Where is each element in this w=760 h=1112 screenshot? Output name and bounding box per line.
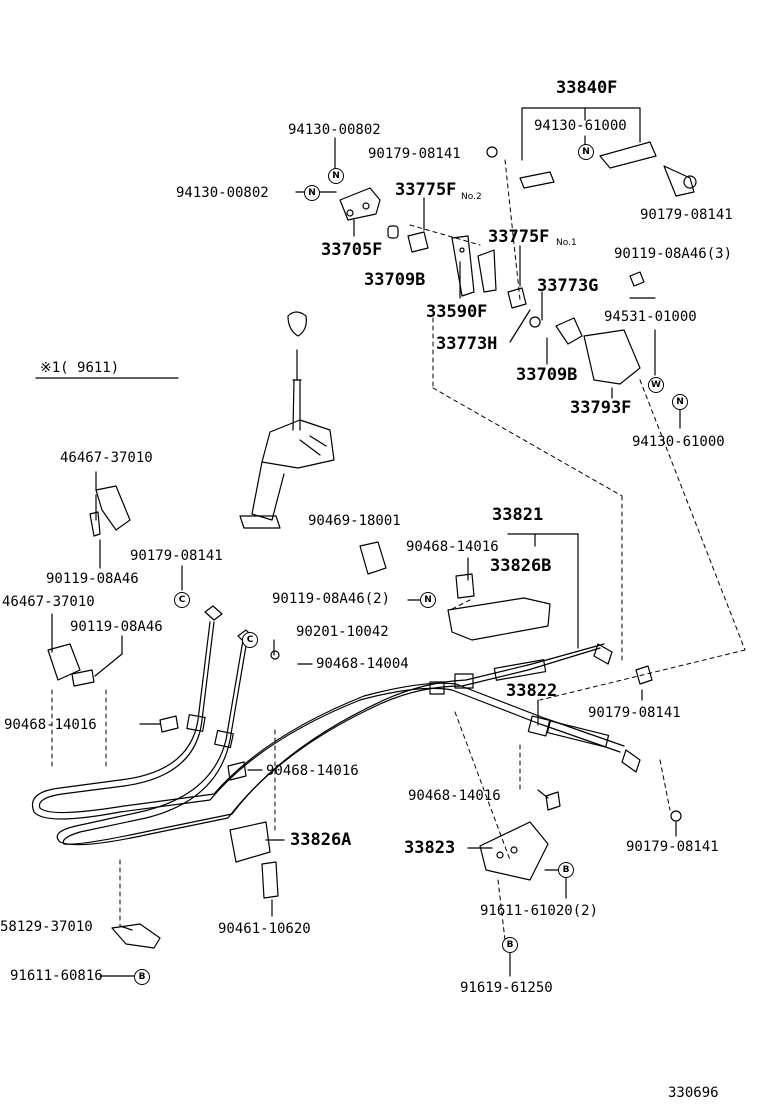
c-badge-2: C xyxy=(242,632,258,648)
cable-assemblies xyxy=(32,606,640,845)
bushing-33775F-no1 xyxy=(508,288,526,308)
part-94130-61000-r: 94130-61000 xyxy=(632,434,725,450)
bushing-33775F-no2 xyxy=(408,232,428,252)
n-badge-4: N xyxy=(672,394,688,410)
part-33840F: 33840F xyxy=(556,78,618,98)
shift-lever-assembly xyxy=(240,312,334,528)
bracket-33826B xyxy=(448,598,550,640)
shaft-94130-61000 xyxy=(600,142,656,168)
part-91611-61020-2: 91611-61020(2) xyxy=(480,903,599,919)
dashed-leaders xyxy=(52,160,745,940)
diagram-number: 330696 xyxy=(668,1085,719,1101)
part-90468-14016-a: 90468-14016 xyxy=(406,539,499,555)
part-33709B-a: 33709B xyxy=(364,270,426,290)
part-90179-08141-d: 90179-08141 xyxy=(588,705,681,721)
b-badge-2: B xyxy=(134,969,150,985)
part-33773G: 33773G xyxy=(537,276,599,296)
part-91619-61250: 91619-61250 xyxy=(460,980,553,996)
bushing-33709B-b xyxy=(530,317,540,327)
part-90119-08A46-3: 90119-08A46(3) xyxy=(614,246,733,262)
part-90468-14004: 90468-14004 xyxy=(316,656,409,672)
bracket-46467-37010-top xyxy=(96,486,130,530)
asterisk-one-marker xyxy=(300,514,308,528)
lever-33590F xyxy=(452,236,474,296)
part-33705F: 33705F xyxy=(321,240,383,260)
part-33590F: 33590F xyxy=(426,302,488,322)
n-badge-3: N xyxy=(578,144,594,160)
part-33822: 33822 xyxy=(506,681,558,701)
b-badge-1: B xyxy=(558,862,574,878)
part-90461-10620: 90461-10620 xyxy=(218,921,311,937)
part-46467-37010-a: 46467-37010 xyxy=(60,450,153,466)
part-33793F: 33793F xyxy=(570,398,632,418)
part-90179-08141-e: 90179-08141 xyxy=(626,839,719,855)
part-33773H: 33773H xyxy=(436,334,498,354)
part-90468-14016-b: 90468-14016 xyxy=(4,717,97,733)
part-90179-08141-a: 90179-08141 xyxy=(368,146,461,162)
pin-33773G xyxy=(556,318,582,344)
part-90469-18001: 90469-18001 xyxy=(308,513,401,529)
part-90201-10042: 90201-10042 xyxy=(296,624,389,640)
part-90179-08141-tr: 90179-08141 xyxy=(640,207,733,223)
part-90119-08A46-a: 90119-08A46 xyxy=(46,571,139,587)
n-badge-5: N xyxy=(420,592,436,608)
lever-mechanism xyxy=(340,142,696,384)
shift-cable-parallel xyxy=(39,622,624,813)
part-90468-14016-c: 90468-14016 xyxy=(266,763,359,779)
select-cable xyxy=(57,640,600,845)
bracket-46467-37010-bottom xyxy=(48,644,80,680)
part-33775F-no1-sub: No.1 xyxy=(556,238,577,248)
part-94130-00802-a: 94130-00802 xyxy=(288,122,381,138)
part-33826B: 33826B xyxy=(490,556,552,576)
c-badge-1: C xyxy=(174,592,190,608)
shift-knob xyxy=(288,312,306,336)
part-33775F-no1: 33775F xyxy=(488,227,550,247)
bracket-33705F xyxy=(340,188,380,220)
leader-lines xyxy=(52,108,680,976)
n-badge-2: N xyxy=(304,185,320,201)
part-33821: 33821 xyxy=(492,505,544,525)
part-90119-08A46-b: 90119-08A46 xyxy=(70,619,163,635)
part-90179-08141-c: 90179-08141 xyxy=(130,548,223,564)
part-94531-01000: 94531-01000 xyxy=(604,309,697,325)
part-33775F-no2: 33775F xyxy=(395,180,457,200)
part-58129-37010: 58129-37010 xyxy=(0,919,93,935)
shift-cable xyxy=(32,622,620,819)
part-33775F-no2-sub: No.2 xyxy=(461,192,482,202)
bracket-33823 xyxy=(480,822,548,880)
select-cable-sleeve xyxy=(494,660,545,681)
part-33826A: 33826A xyxy=(290,830,352,850)
bracket-33793F xyxy=(584,330,640,384)
part-91611-60816: 91611-60816 xyxy=(10,968,103,984)
n-badge-1: N xyxy=(328,168,344,184)
part-46467-37010-b: 46467-37010 xyxy=(2,594,95,610)
applicability-note: ※1( 9611) xyxy=(40,360,120,376)
part-90468-14016-d: 90468-14016 xyxy=(408,788,501,804)
part-94130-61000-top: 94130-61000 xyxy=(534,118,627,134)
grommet-90469-18001 xyxy=(360,542,386,574)
select-cable-parallel xyxy=(63,640,604,844)
part-94130-00802-b: 94130-00802 xyxy=(176,185,269,201)
bushing-33709B xyxy=(388,226,398,238)
part-90119-08A46-2: 90119-08A46(2) xyxy=(272,591,391,607)
part-33823: 33823 xyxy=(404,838,456,858)
w-badge: W xyxy=(648,377,664,393)
part-33709B-b: 33709B xyxy=(516,365,578,385)
bracket-58129-37010 xyxy=(112,924,160,948)
b-badge-3: B xyxy=(502,937,518,953)
bracket-33826A xyxy=(230,822,270,862)
shift-cable-sleeve xyxy=(547,721,608,747)
